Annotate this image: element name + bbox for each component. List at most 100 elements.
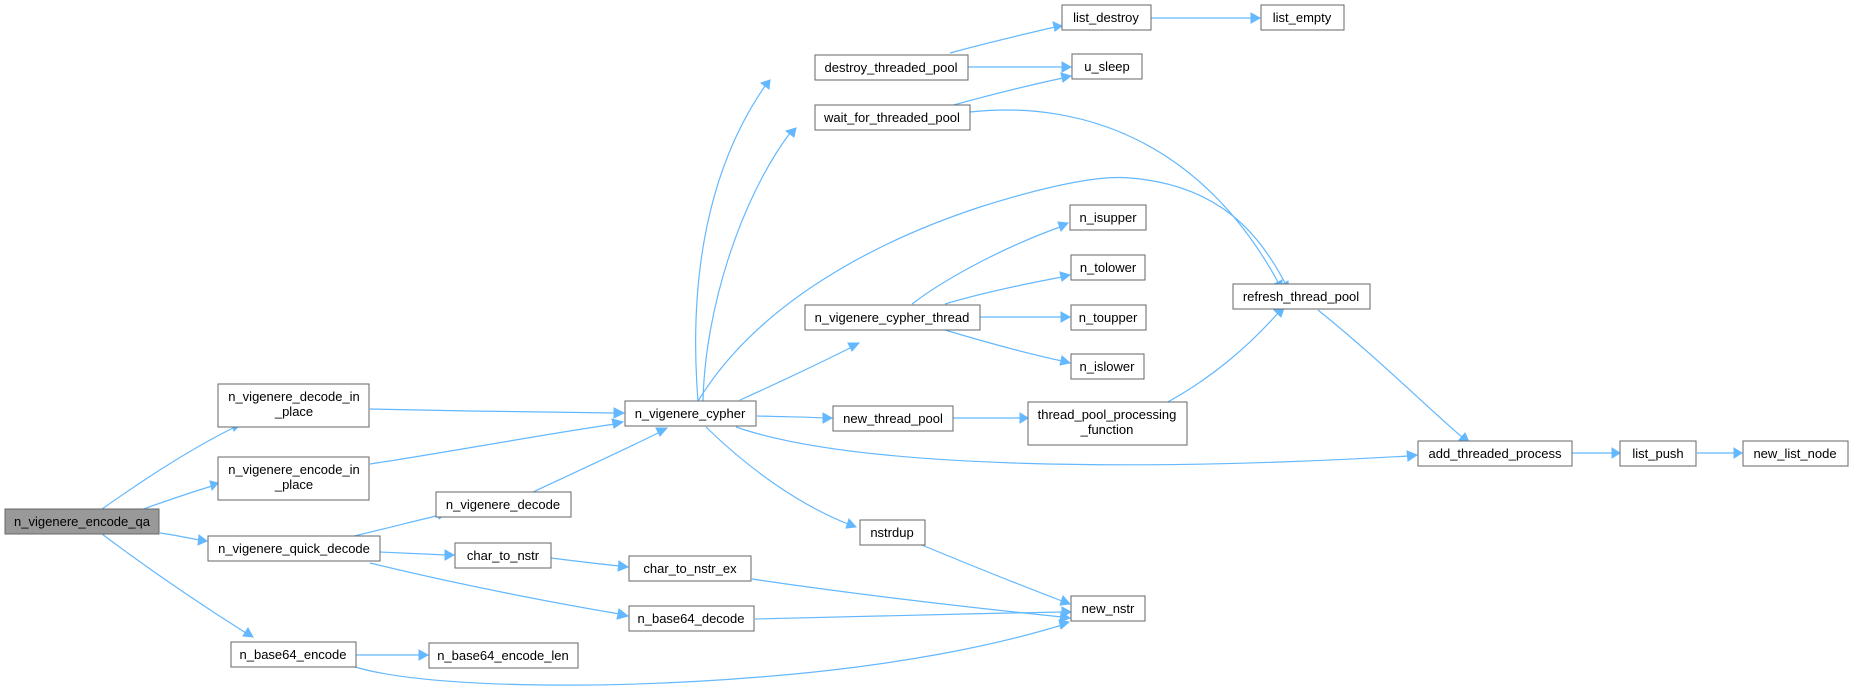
edge-cypher-thread-to-toupper bbox=[980, 311, 1072, 323]
node-label-line: u_sleep bbox=[1084, 59, 1130, 74]
node-label-line: _place bbox=[274, 477, 313, 492]
node-add-threaded-process[interactable]: add_threaded_process bbox=[1417, 440, 1573, 467]
node-n-toupper[interactable]: n_toupper bbox=[1070, 304, 1147, 331]
edge-cypher-to-refresh-pool bbox=[697, 176, 1290, 402]
edge-encode-qa-to-quick-decode bbox=[159, 532, 208, 546]
node-label: n_vigenere_encode_qa bbox=[14, 514, 151, 529]
edge-processing-function-to-refresh-pool bbox=[1161, 307, 1285, 406]
call-edges bbox=[101, 12, 1743, 686]
node-label-line: n_tolower bbox=[1080, 260, 1137, 275]
edge-encode-in-place-to-cypher bbox=[369, 418, 625, 465]
node-n-vigenere-cypher-thread[interactable]: n_vigenere_cypher_thread bbox=[804, 304, 981, 331]
node-label: new_list_node bbox=[1753, 446, 1836, 461]
node-label: wait_for_threaded_pool bbox=[823, 110, 960, 125]
node-refresh-thread-pool[interactable]: refresh_thread_pool bbox=[1232, 283, 1371, 310]
edge-list-push-to-new-list-node bbox=[1697, 447, 1743, 459]
node-n-isupper[interactable]: n_isupper bbox=[1069, 204, 1147, 231]
edge-encode-qa-to-base64-encode bbox=[101, 533, 254, 638]
node-n-vigenere-decode-in-place[interactable]: n_vigenere_decode_in_place bbox=[217, 383, 370, 428]
node-label: n_vigenere_decode bbox=[446, 497, 560, 512]
edge-cypher-thread-to-tolower bbox=[944, 271, 1072, 305]
node-label-line: n_isupper bbox=[1079, 210, 1137, 225]
node-n-base64-decode[interactable]: n_base64_decode bbox=[628, 605, 755, 632]
node-label-line: new_nstr bbox=[1082, 601, 1135, 616]
node-thread-pool-processing-function[interactable]: thread_pool_processing_function bbox=[1027, 401, 1188, 446]
node-label: n_base64_encode bbox=[240, 647, 347, 662]
node-n-base64-encode-len[interactable]: n_base64_encode_len bbox=[428, 642, 579, 669]
node-label-line: _place bbox=[274, 404, 313, 419]
edge-base64-decode-to-new-nstr bbox=[754, 606, 1073, 620]
node-new-nstr[interactable]: new_nstr bbox=[1070, 595, 1146, 622]
node-label-line: new_list_node bbox=[1753, 446, 1836, 461]
node-n-vigenere-quick-decode[interactable]: n_vigenere_quick_decode bbox=[207, 535, 381, 562]
node-label-line: list_empty bbox=[1273, 10, 1332, 25]
edge-encode-qa-to-encode-in-place bbox=[137, 480, 219, 512]
node-label: char_to_nstr_ex bbox=[643, 561, 737, 576]
node-n-vigenere-cypher[interactable]: n_vigenere_cypher bbox=[624, 400, 757, 427]
node-label-line: char_to_nstr bbox=[467, 548, 540, 563]
node-label-line: list_destroy bbox=[1073, 10, 1139, 25]
edge-destroy-pool-to-list-destroy bbox=[949, 21, 1064, 54]
node-label-line: n_vigenere_decode_in bbox=[228, 389, 360, 404]
node-label-line: _function bbox=[1080, 422, 1134, 437]
node-label: n_vigenere_cypher bbox=[635, 406, 746, 421]
edge-nstrdup-to-new-nstr bbox=[916, 542, 1072, 606]
node-n-base64-encode[interactable]: n_base64_encode bbox=[230, 641, 357, 668]
node-label-line: n_vigenere_encode_qa bbox=[14, 514, 151, 529]
node-label-line: n_vigenere_cypher_thread bbox=[815, 310, 970, 325]
node-label: list_destroy bbox=[1073, 10, 1139, 25]
node-label-line: new_thread_pool bbox=[843, 411, 943, 426]
node-destroy-threaded-pool[interactable]: destroy_threaded_pool bbox=[814, 54, 969, 81]
node-label: refresh_thread_pool bbox=[1243, 289, 1359, 304]
node-char-to-nstr[interactable]: char_to_nstr bbox=[454, 542, 552, 569]
edge-base64-encode-to-encode-len bbox=[356, 649, 430, 661]
node-n-vigenere-encode-in-place[interactable]: n_vigenere_encode_in_place bbox=[217, 456, 370, 501]
node-n-vigenere-decode[interactable]: n_vigenere_decode bbox=[435, 491, 572, 518]
node-label: u_sleep bbox=[1084, 59, 1130, 74]
node-label: n_tolower bbox=[1080, 260, 1137, 275]
node-n-tolower[interactable]: n_tolower bbox=[1070, 254, 1146, 281]
node-label-line: refresh_thread_pool bbox=[1243, 289, 1359, 304]
node-label-line: n_vigenere_quick_decode bbox=[218, 541, 370, 556]
edge-cypher-thread-to-islower bbox=[944, 329, 1072, 366]
node-label: n_isupper bbox=[1079, 210, 1137, 225]
node-n-vigenere-encode-qa[interactable]: n_vigenere_encode_qa bbox=[4, 508, 160, 535]
node-list-destroy[interactable]: list_destroy bbox=[1061, 4, 1152, 31]
node-label-line: n_toupper bbox=[1079, 310, 1138, 325]
node-label: n_vigenere_cypher_thread bbox=[815, 310, 970, 325]
node-label-line: list_push bbox=[1632, 446, 1683, 461]
node-label: n_vigenere_encode_in_place bbox=[228, 462, 360, 492]
node-label-line: n_vigenere_cypher bbox=[635, 406, 746, 421]
node-list-push[interactable]: list_push bbox=[1619, 440, 1697, 467]
edge-list-destroy-to-list-empty bbox=[1151, 12, 1262, 24]
edge-cypher-to-cypher-thread bbox=[739, 342, 861, 401]
edge-quick-decode-to-char-to-nstr bbox=[379, 549, 456, 561]
edge-cypher-to-wait-pool bbox=[702, 127, 797, 402]
node-label: n_base64_decode bbox=[638, 611, 745, 626]
edge-cypher-to-new-thread-pool bbox=[756, 412, 834, 424]
node-label: nstrdup bbox=[870, 525, 913, 540]
node-label-line: n_vigenere_encode_in bbox=[228, 462, 360, 477]
node-char-to-nstr-ex[interactable]: char_to_nstr_ex bbox=[628, 555, 752, 582]
edge-destroy-pool-to-u-sleep bbox=[967, 61, 1073, 73]
edge-quick-decode-to-vigenere-decode bbox=[349, 509, 449, 538]
edge-vigenere-decode-to-cypher bbox=[532, 427, 669, 493]
node-list-empty[interactable]: list_empty bbox=[1260, 4, 1345, 31]
edge-new-thread-pool-to-processing-function bbox=[953, 412, 1029, 424]
node-label: new_nstr bbox=[1082, 601, 1135, 616]
edge-wait-pool-to-u-sleep bbox=[949, 72, 1073, 107]
edge-cypher-to-destroy-pool bbox=[695, 79, 771, 402]
node-label: n_islower bbox=[1080, 359, 1136, 374]
node-wait-for-threaded-pool[interactable]: wait_for_threaded_pool bbox=[814, 104, 971, 131]
node-label-line: wait_for_threaded_pool bbox=[823, 110, 960, 125]
node-label-line: n_base64_decode bbox=[638, 611, 745, 626]
edge-base64-encode-to-new-nstr bbox=[351, 619, 1071, 686]
node-u-sleep[interactable]: u_sleep bbox=[1071, 53, 1143, 80]
node-n-islower[interactable]: n_islower bbox=[1070, 353, 1145, 380]
edge-quick-decode-to-base64-decode bbox=[369, 562, 630, 620]
node-label: n_vigenere_quick_decode bbox=[218, 541, 370, 556]
node-label-line: nstrdup bbox=[870, 525, 913, 540]
node-new-list-node[interactable]: new_list_node bbox=[1742, 440, 1849, 467]
node-nstrdup[interactable]: nstrdup bbox=[859, 519, 926, 546]
node-new-thread-pool[interactable]: new_thread_pool bbox=[832, 405, 954, 432]
